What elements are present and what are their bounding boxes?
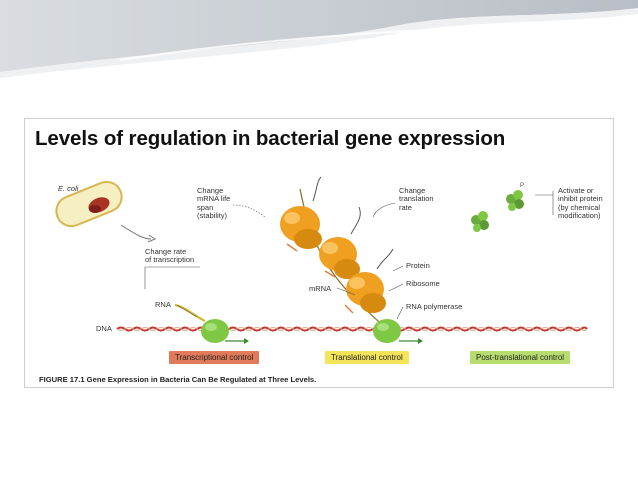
dna-strand xyxy=(116,326,588,332)
translational-control-box: Translational control xyxy=(325,351,409,364)
change-mrna-label-3: span xyxy=(197,202,214,212)
ribosome-label: Ribosome xyxy=(406,279,440,288)
rna-polymerase-2 xyxy=(373,319,401,343)
protein-inactive xyxy=(471,211,489,232)
change-mrna-label-4: (stability) xyxy=(197,211,228,221)
dna-label: DNA xyxy=(96,324,112,333)
activate-label-1: Activate or xyxy=(558,186,594,195)
rna-polymerase-label: RNA polymerase xyxy=(406,302,463,311)
ecoli-label: E. coli xyxy=(58,184,79,193)
rna-polymerase-1 xyxy=(201,319,229,343)
change-translation-label-1: Change xyxy=(399,186,426,195)
figure-title: Levels of regulation in bacterial gene e… xyxy=(35,127,506,150)
change-mrna-label-2: mRNA life xyxy=(197,194,231,204)
leader-lines xyxy=(144,191,554,320)
figure-panel: Levels of regulation in bacterial gene e… xyxy=(24,118,614,388)
ribosome-1 xyxy=(280,206,322,249)
activate-label-2: inhibit protein xyxy=(558,194,603,204)
ribosome-3 xyxy=(346,272,386,313)
post-translational-control-box: Post-translational control xyxy=(470,351,571,364)
rna-label: RNA xyxy=(155,300,171,309)
change-mrna-label-1: Change xyxy=(197,186,224,195)
phosphate-label: P xyxy=(520,183,525,189)
change-translation-label-3: rate xyxy=(399,202,412,212)
figure-artwork xyxy=(55,176,588,344)
change-rate-label-1: Change rate xyxy=(145,247,187,256)
activate-label-3: (by chemical xyxy=(558,202,601,212)
change-rate-label-2: of transcription xyxy=(145,255,195,265)
activate-label-4: modification) xyxy=(558,211,601,221)
mrna-label: mRNA xyxy=(309,284,332,293)
change-translation-label-2: translation xyxy=(399,194,434,204)
protein-label: Protein xyxy=(406,261,430,270)
rna-strand xyxy=(174,304,206,322)
ribosome-2 xyxy=(319,237,360,279)
cell-arrow-icon xyxy=(120,224,152,240)
protein-active xyxy=(506,190,524,211)
ecoli-cell xyxy=(55,180,123,228)
figure-caption: FIGURE 17.1 Gene Expression in Bacteria … xyxy=(39,375,317,384)
transcriptional-control-box: Transcriptional control xyxy=(169,351,260,364)
ribosome-movement-arrows xyxy=(286,243,354,314)
